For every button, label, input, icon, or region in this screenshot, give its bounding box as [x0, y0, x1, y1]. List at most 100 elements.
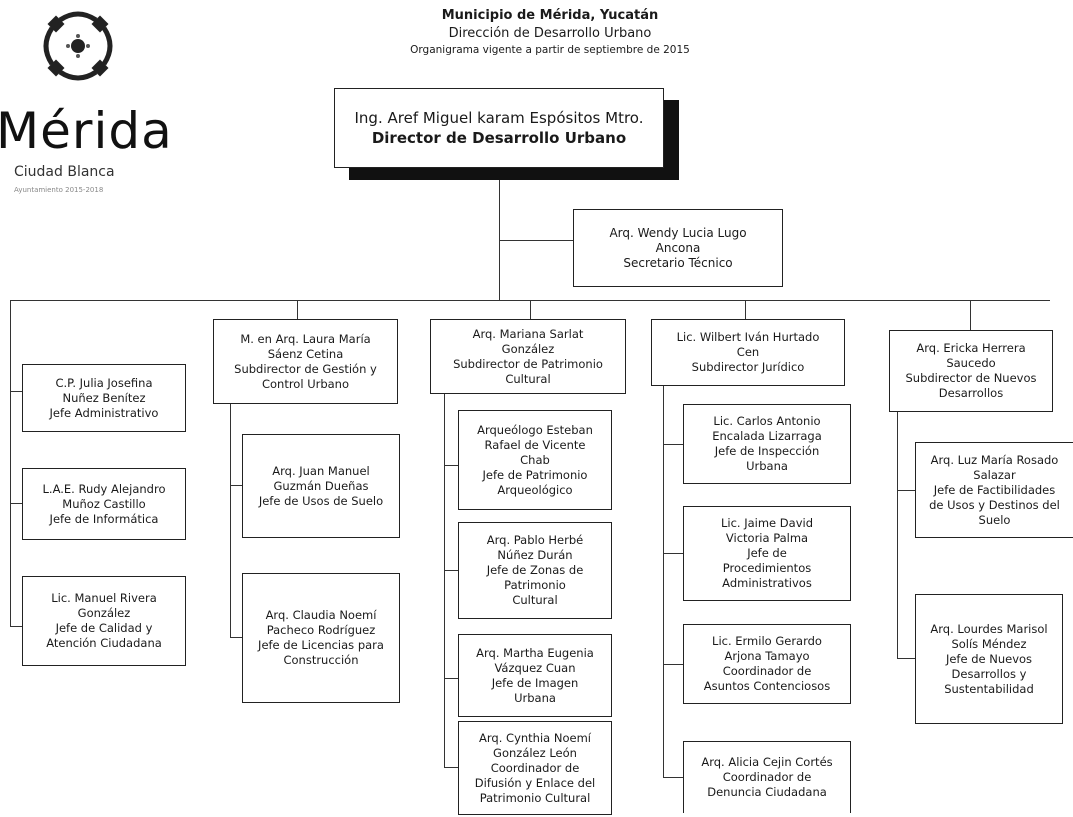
box-line: Atención Ciudadana	[46, 636, 162, 650]
box-line: Saucedo	[946, 356, 996, 370]
connector	[10, 626, 22, 627]
org-box-denuncia: Arq. Alicia Cejin Cortés Coordinador de …	[683, 741, 851, 813]
connector	[444, 678, 458, 679]
box-line: Arq. Claudia Noemí	[265, 608, 377, 622]
box-line: Encalada Lizarraga	[712, 429, 822, 443]
box-line: Jefe de Imagen	[491, 675, 579, 690]
connector	[499, 168, 500, 301]
box-line: Nuñez Benítez	[62, 390, 146, 405]
box-line: Urbana	[514, 690, 556, 705]
box-line: Control Urbano	[261, 376, 350, 391]
header-note: Organigrama vigente a partir de septiemb…	[410, 44, 690, 56]
header-title: Municipio de Mérida, Yucatán	[441, 8, 659, 23]
box-line: Sáenz Cetina	[267, 346, 344, 361]
box-line: Denuncia Ciudadana	[707, 785, 827, 799]
connector	[444, 394, 445, 768]
box-line: de Usos y Destinos del	[929, 497, 1060, 512]
box-line: Desarrollos	[938, 386, 1004, 400]
connector	[745, 300, 746, 319]
box-line: Arq. Lourdes Marisol	[930, 621, 1048, 636]
box-line: Chab	[520, 452, 550, 467]
box-line: Coordinador de	[722, 770, 812, 784]
box-line: Urbana	[746, 459, 788, 473]
connector	[897, 658, 915, 659]
org-box-imagen-urbana: Arq. Martha Eugenia Vázquez Cuan Jefe de…	[458, 634, 612, 717]
org-box-patrimonio-arqueologico: Arqueólogo Esteban Rafael de Vicente Cha…	[458, 410, 612, 510]
box-line: Jefe de Factibilidades	[933, 482, 1056, 497]
box-line: Rafael de Vicente	[484, 437, 586, 452]
box-line: Jefe de Licencias para	[258, 638, 384, 652]
box-line: Cultural	[505, 371, 551, 386]
box-line: Jefe de Informática	[49, 511, 159, 526]
connector	[444, 570, 458, 571]
box-line: Subdirector de Patrimonio	[453, 356, 603, 371]
org-box-contenciosos: Lic. Ermilo Gerardo Arjona Tamayo Coordi…	[683, 624, 851, 704]
box-line: Vázquez Cuan	[494, 660, 576, 675]
box-line: Lic. Carlos Antonio	[713, 414, 821, 428]
box-line: Desarrollos y	[951, 666, 1027, 681]
box-line: Núñez Durán	[497, 548, 573, 562]
box-line: Subdirector de Gestión y	[234, 361, 377, 376]
connector	[444, 767, 458, 768]
box-line: Lic. Manuel Rivera	[51, 591, 157, 605]
box-line: Pacheco Rodríguez	[266, 623, 376, 637]
connector	[663, 444, 683, 445]
connector	[663, 777, 683, 778]
org-box-factibilidades: Arq. Luz María Rosado Salazar Jefe de Fa…	[915, 442, 1073, 538]
box-line: Arq. Alicia Cejin Cortés	[701, 755, 833, 769]
director-box: Ing. Aref Miguel karam Espósitos Mtro. D…	[334, 88, 664, 168]
box-line: Muñoz Castillo	[62, 496, 146, 511]
box-line: Victoria Palma	[725, 531, 809, 545]
logo-wordmark: Mérida	[0, 102, 173, 160]
box-line: Construcción	[283, 653, 359, 667]
org-box-nuevos-desarrollos: Arq. Lourdes Marisol Solís Méndez Jefe d…	[915, 594, 1063, 724]
box-line: Suelo	[978, 512, 1011, 527]
org-box-subdir-gestion: M. en Arq. Laura María Sáenz Cetina Subd…	[213, 319, 398, 404]
box-line: Jefe de Calidad y	[55, 621, 153, 635]
org-box-zonas-patrimonio: Arq. Pablo Herbé Núñez Durán Jefe de Zon…	[458, 522, 612, 619]
box-line: Lic. Jaime David	[720, 516, 813, 530]
director-role: Director de Desarrollo Urbano	[371, 129, 627, 147]
connector	[230, 485, 242, 486]
box-line: Arq. Martha Eugenia	[476, 645, 594, 660]
connector	[230, 637, 242, 638]
box-line: Procedimientos	[722, 561, 812, 575]
box-line: Secretario Técnico	[623, 255, 733, 270]
box-line: Arq. Pablo Herbé	[486, 533, 584, 547]
box-line: González León	[493, 745, 577, 760]
org-box-subdir-patrimonio: Arq. Mariana Sarlat González Subdirector…	[430, 319, 626, 394]
box-line: M. en Arq. Laura María	[240, 331, 371, 346]
box-line: Jefe de Usos de Suelo	[258, 493, 384, 508]
box-line: Lic. Wilbert Iván Hurtado	[676, 330, 820, 344]
box-line: Solís Méndez	[951, 636, 1027, 651]
box-line: Patrimonio	[504, 578, 566, 592]
box-line: Sustentabilidad	[944, 681, 1034, 696]
box-line: Jefe Administrativo	[49, 405, 159, 420]
org-box-difusion: Arq. Cynthia Noemí González León Coordin…	[458, 721, 612, 815]
connector	[663, 386, 664, 778]
box-line: Cen	[736, 345, 760, 359]
connector	[10, 391, 22, 392]
box-line: González	[501, 341, 555, 356]
box-line: Jefe de Inspección	[714, 444, 820, 458]
box-line: L.A.E. Rudy Alejandro	[42, 481, 166, 496]
box-line: Arq. Wendy Lucia Lugo	[609, 225, 747, 240]
connector	[970, 300, 971, 330]
box-line: Jefe de	[747, 546, 787, 560]
logo-small-text: Ayuntamiento 2015-2018	[14, 186, 104, 194]
connector	[10, 503, 22, 504]
box-line: Arq. Cynthia Noemí	[479, 730, 591, 745]
connector	[663, 664, 683, 665]
org-box-licencias: Arq. Claudia Noemí Pacheco Rodríguez Jef…	[242, 573, 400, 703]
org-box-subdir-nuevos: Arq. Ericka Herrera Saucedo Subdirector …	[889, 330, 1053, 412]
logo-emblem-icon	[43, 11, 113, 81]
box-line: Arqueológico	[497, 482, 573, 497]
box-line: Jefe de Zonas de	[486, 563, 584, 577]
box-line: Arq. Mariana Sarlat	[472, 326, 584, 341]
org-box-inspeccion-urbana: Lic. Carlos Antonio Encalada Lizarraga J…	[683, 404, 851, 484]
box-line: Guzmán Dueñas	[273, 478, 369, 493]
connector	[499, 240, 573, 241]
connector	[10, 300, 11, 627]
org-box-subdir-juridico: Lic. Wilbert Iván Hurtado Cen Subdirecto…	[651, 319, 845, 386]
connector	[444, 465, 458, 466]
